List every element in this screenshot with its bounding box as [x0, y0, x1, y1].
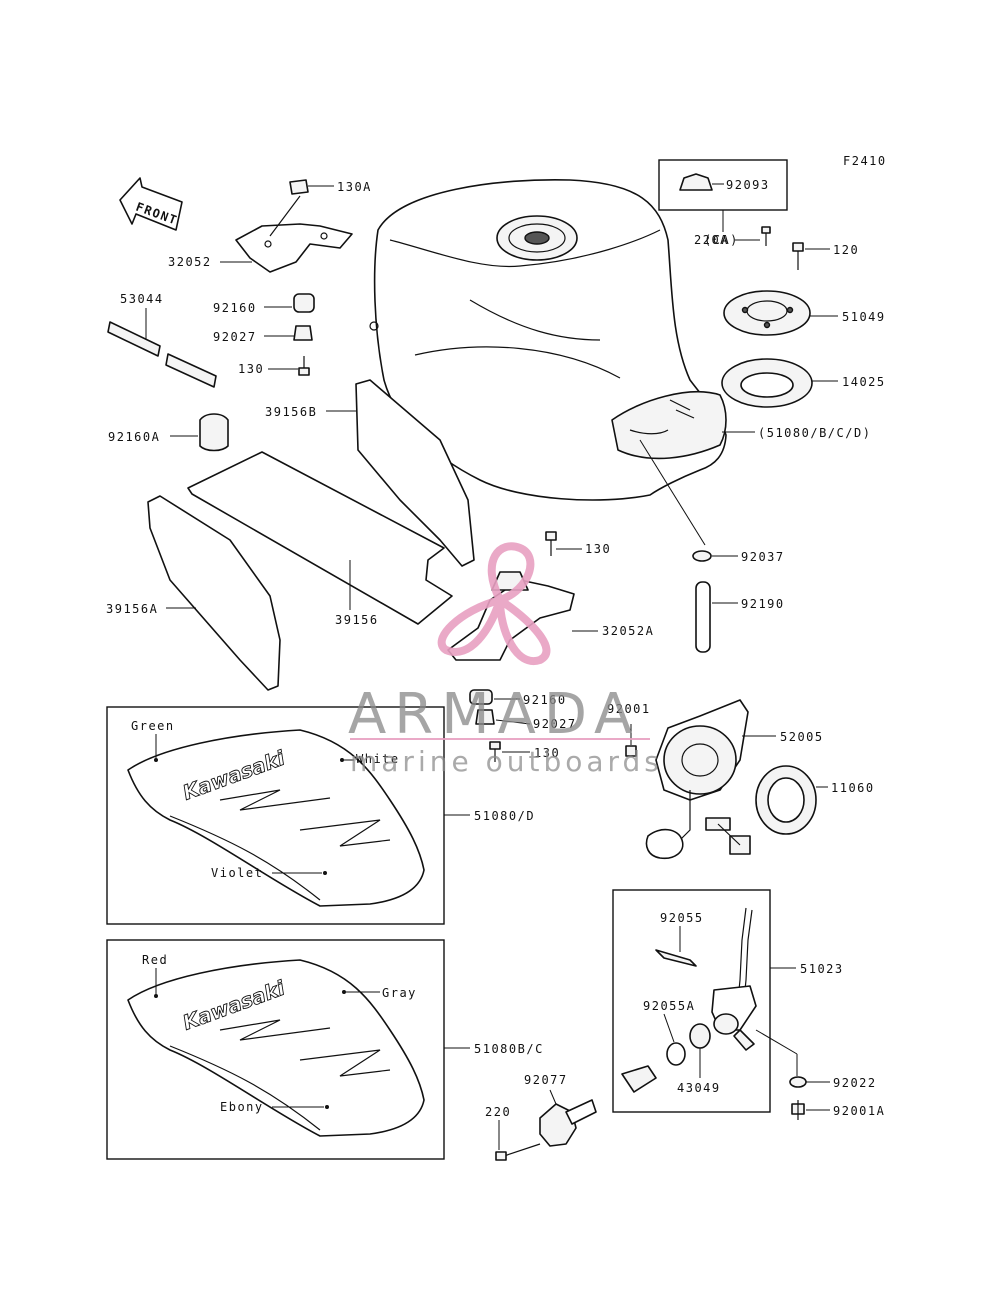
part-label-43049: 43049: [677, 1081, 721, 1095]
part-label-39156a: 39156A: [106, 602, 158, 616]
pad-39156: 39156: [187, 451, 453, 627]
part-label-92077: 92077: [524, 1073, 568, 1087]
screw-92001a: 92001A: [791, 1100, 885, 1120]
color-label-white: White: [356, 752, 400, 766]
part-label-130-mid: 130: [585, 542, 611, 556]
part-label-92160-mid: 92160: [523, 693, 567, 707]
part-label-39156: 39156: [335, 613, 379, 627]
fuel-cap-51049: 51049: [723, 290, 886, 336]
color-label-gray: Gray: [382, 986, 417, 1000]
part-label-130-low: 130: [534, 746, 560, 760]
part-label-92027-mid: 92027: [533, 717, 577, 731]
damper-92160a: 92160A: [108, 413, 229, 452]
collar-92027-mid: 92027: [475, 709, 577, 731]
screw-92001: 92001: [607, 702, 651, 757]
clamp-92037: 92037: [692, 550, 785, 564]
callout-box-92093: 92093 (CA): [658, 159, 788, 247]
part-label-92001a: 92001A: [833, 1104, 885, 1118]
propeller-logo-icon: [437, 542, 551, 666]
part-label-ca: (CA): [704, 233, 739, 247]
lever-92077: 92077: [524, 1065, 657, 1147]
decal-panel-51080d: Kawasaki Green White Violet 51080/D: [106, 706, 535, 925]
color-label-violet: Violet: [211, 866, 263, 880]
figure-code: F2410: [843, 154, 887, 168]
cap-ring-14025: 14025: [721, 358, 886, 408]
color-label-red: Red: [142, 953, 168, 967]
part-label-92022: 92022: [833, 1076, 877, 1090]
part-label-120: 120: [833, 243, 859, 257]
part-label-92037: 92037: [741, 550, 785, 564]
part-label-51023: 51023: [800, 962, 844, 976]
part-label-51049: 51049: [842, 310, 886, 324]
part-label-220: 220: [485, 1105, 511, 1119]
part-label-92190: 92190: [741, 597, 785, 611]
bracket-32052a: 32052A: [447, 571, 654, 661]
bolt-130a: 130A: [289, 179, 372, 195]
part-label-51080bc: 51080B/C: [474, 1042, 544, 1056]
color-label-ebony: Ebony: [220, 1100, 264, 1114]
washer-92022: 92022: [755, 1029, 877, 1090]
collar-92027-top: 92027: [213, 325, 313, 344]
strip-53044: 53044: [107, 292, 217, 388]
part-label-32052a: 32052A: [602, 624, 654, 638]
part-label-92027-top: 92027: [213, 330, 257, 344]
part-label-220a: 220A: [694, 233, 729, 247]
part-label-92055a: 92055A: [643, 999, 695, 1013]
gasket-11060: 11060: [755, 765, 875, 835]
part-label-32052: 32052: [168, 255, 212, 269]
pad-39156a: 39156A: [106, 495, 281, 691]
part-label-39156b: 39156B: [265, 405, 317, 419]
part-label-52005: 52005: [780, 730, 824, 744]
hose-92190: 92190: [695, 581, 785, 653]
part-label-92160a: 92160A: [108, 430, 160, 444]
watermark-logo: ARMADA marine outboards: [348, 542, 663, 778]
fuel-pump-52005: 52005: [645, 699, 824, 860]
part-label-51080d: 51080/D: [474, 809, 535, 823]
grommet-92160-mid: 92160: [469, 689, 567, 707]
fuel-cock-group-51023: 51023 92055 92055A 43049: [612, 889, 844, 1113]
part-label-92001: 92001: [607, 702, 651, 716]
screw-220: 220: [485, 1105, 541, 1161]
bolt-220a: 220A: [694, 226, 771, 247]
bolt-130-low: 130: [489, 741, 560, 762]
part-label-92055: 92055: [660, 911, 704, 925]
part-label-130-top: 130: [238, 362, 264, 376]
part-label-51080bcd: (51080/B/C/D): [758, 426, 871, 440]
pad-39156b: 39156B: [265, 379, 475, 567]
part-label-92160-top: 92160: [213, 301, 257, 315]
grommet-92160-top: 92160: [213, 293, 315, 315]
part-label-92093: 92093: [726, 178, 770, 192]
bolt-120: 120: [792, 242, 859, 270]
fuel-tank: [369, 178, 727, 501]
watermark-title: ARMADA: [348, 682, 640, 747]
bracket-32052: 32052: [168, 195, 353, 273]
part-label-14025: 14025: [842, 375, 886, 389]
bolt-130-top: 130: [238, 356, 310, 376]
part-label-11060: 11060: [831, 781, 875, 795]
bolt-130-mid: 130: [545, 531, 611, 556]
watermark-subtitle: marine outboards: [350, 745, 663, 778]
part-label-53044: 53044: [120, 292, 164, 306]
decal-panel-51080bc: Kawasaki Red Gray Ebony 51080B/C: [106, 939, 544, 1160]
front-arrow-icon: FRONT: [119, 177, 183, 231]
part-label-130a: 130A: [337, 180, 372, 194]
color-label-green: Green: [131, 719, 175, 733]
